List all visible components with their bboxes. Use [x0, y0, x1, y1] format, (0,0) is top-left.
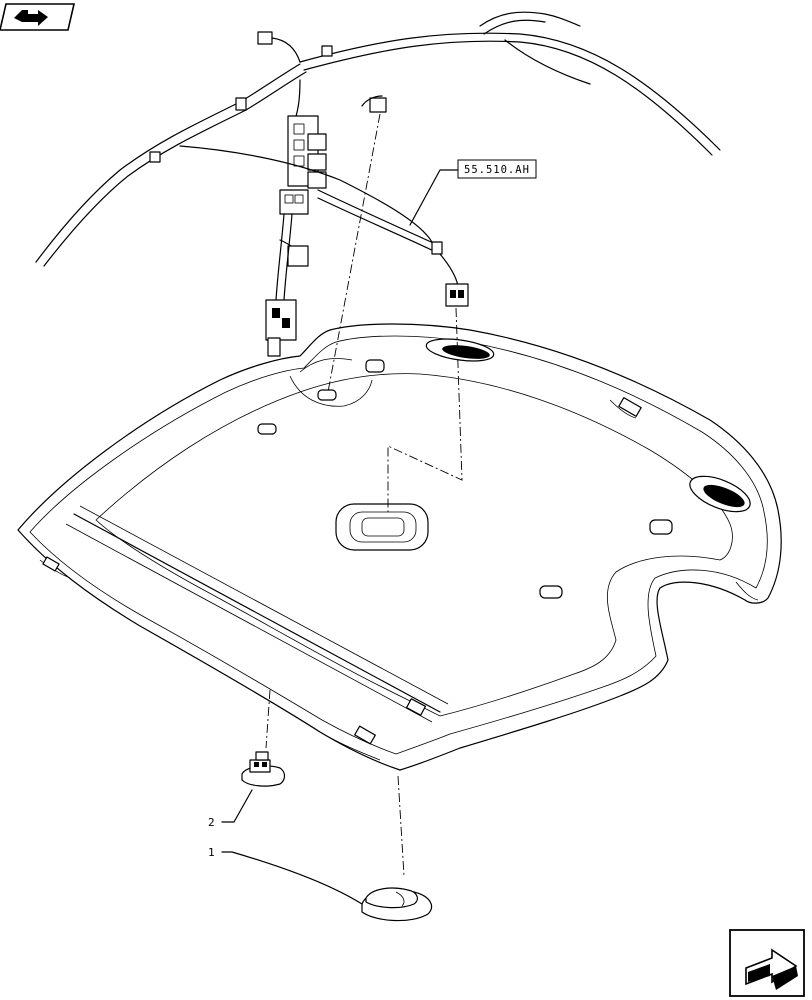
forward-arrow-icon[interactable] — [729, 929, 805, 997]
reference-callout[interactable]: 55.510.AH — [409, 159, 537, 226]
callout-number-1: 1 — [208, 846, 215, 859]
callout-number-2: 2 — [208, 816, 215, 829]
wiring-harness — [35, 11, 721, 357]
back-arrow-icon[interactable] — [0, 3, 76, 31]
reference-label: 55.510.AH — [464, 164, 530, 176]
dome-lamp-part — [361, 887, 433, 922]
roof-headliner — [17, 323, 782, 771]
switch-part — [241, 751, 286, 787]
callout-leaders — [221, 789, 363, 905]
assembly-lines — [265, 113, 463, 877]
